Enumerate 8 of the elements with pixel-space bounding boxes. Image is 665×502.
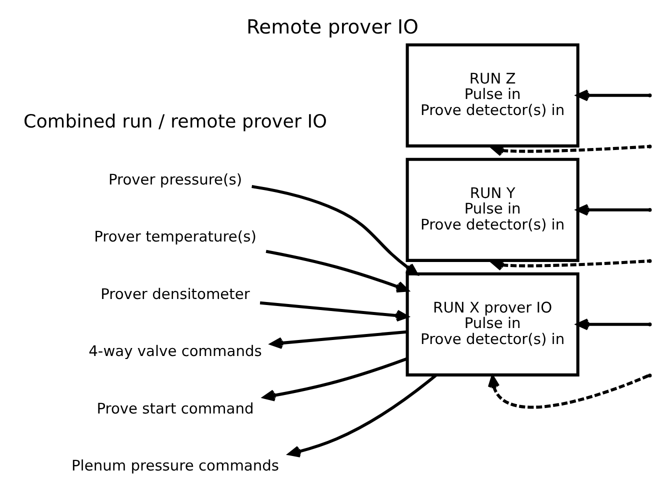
node-text: Prove start command [96, 400, 254, 418]
diagram-title: Remote prover IO [246, 16, 418, 39]
node-text: Prover densitometer [100, 286, 250, 303]
label: Combined run / remote prover IO [23, 112, 328, 133]
node-text: Plenum pressure commands [72, 458, 280, 475]
node-text: 4-way valve commands [88, 343, 262, 360]
node-text: Prover pressure(s) [108, 171, 242, 188]
node-text: Prover temperature(s) [94, 228, 256, 246]
